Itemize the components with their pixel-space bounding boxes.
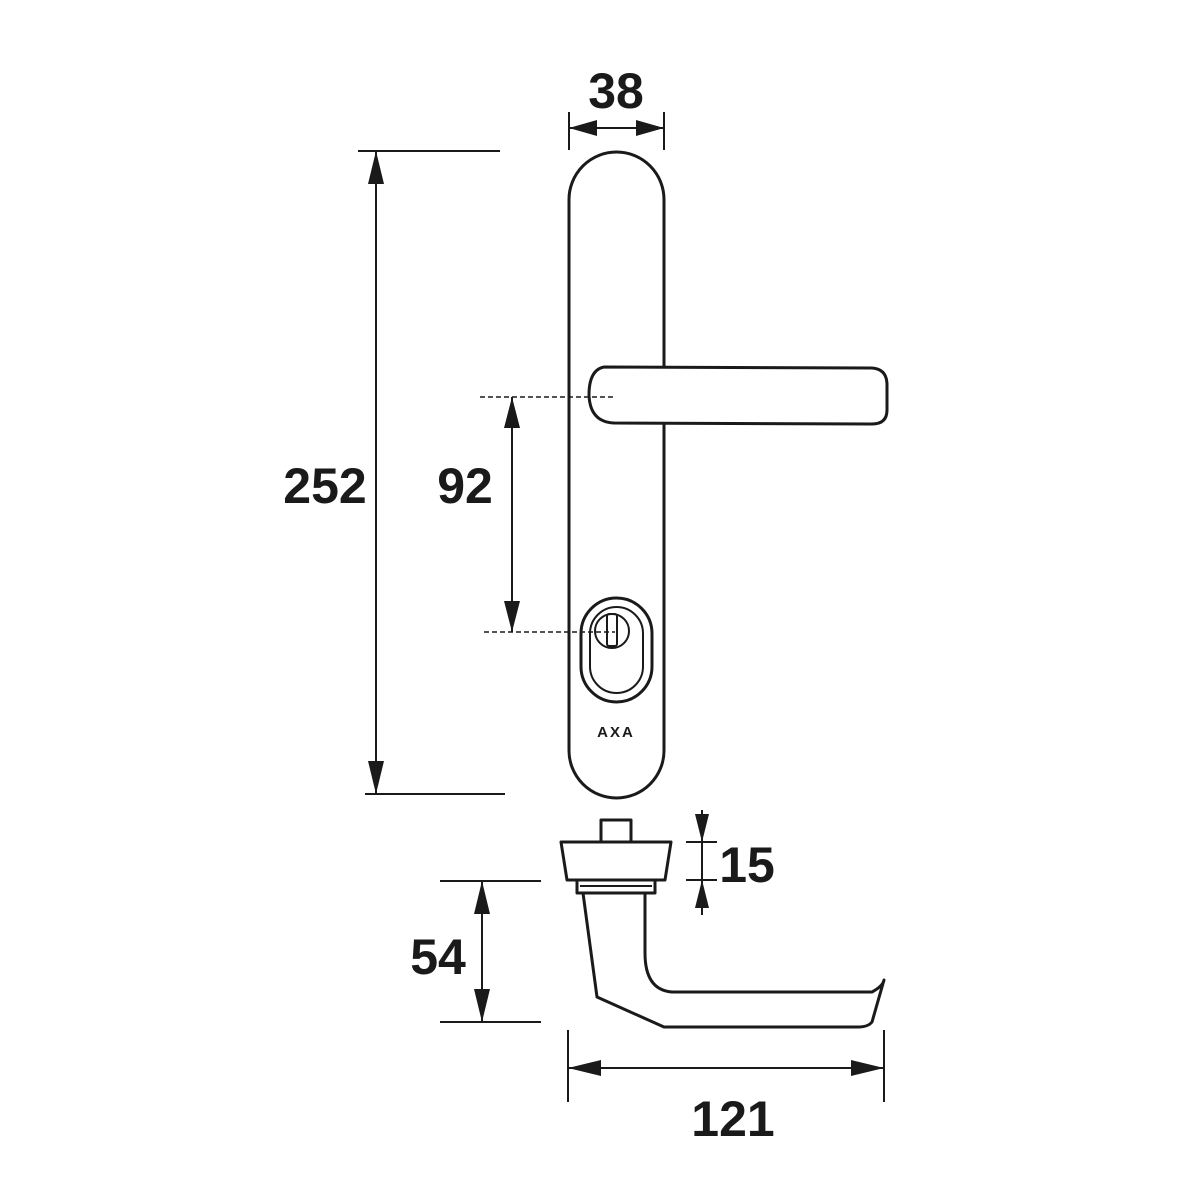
dimension-lever-length: 121 [567, 1030, 885, 1147]
arrowhead [474, 989, 490, 1022]
dimension-label-handle-to-cylinder: 92 [437, 458, 493, 514]
cylinder-inner-ring [589, 606, 644, 694]
lever-handle-front [587, 365, 889, 426]
arrowhead [368, 151, 384, 184]
arrowhead [695, 814, 709, 842]
arrowhead [504, 397, 520, 428]
dimension-label-lever-length: 121 [691, 1091, 774, 1147]
thumbturn-slot [606, 613, 618, 647]
front-plate: AXA [567, 150, 889, 800]
arrowhead [474, 881, 490, 914]
dimension-handle-to-cylinder: 92 [437, 397, 520, 632]
spindle-stub [599, 818, 633, 844]
arrowhead [851, 1060, 884, 1076]
dimension-label-plate-height: 252 [283, 458, 366, 514]
dimension-plate-height: 252 [283, 150, 505, 795]
dimension-lever-height: 54 [410, 880, 541, 1023]
dimension-label-plate-width: 38 [588, 63, 644, 119]
dimension-plate-width: 38 [568, 63, 665, 150]
dimension-label-rose-height: 15 [719, 837, 775, 893]
lever-arm-side [581, 891, 886, 1029]
arrowhead [695, 880, 709, 908]
brand-label: AXA [597, 724, 635, 741]
arrowhead [569, 120, 597, 136]
arrowhead [568, 1060, 601, 1076]
lever-side-view [559, 818, 886, 1029]
rose-cap [559, 840, 673, 882]
cylinder-escutcheon [579, 596, 654, 704]
dimension-label-lever-height: 54 [410, 929, 466, 985]
dimension-rose-height: 15 [686, 810, 775, 915]
arrowhead [368, 761, 384, 794]
arrowhead [504, 601, 520, 632]
arrowhead [636, 120, 664, 136]
